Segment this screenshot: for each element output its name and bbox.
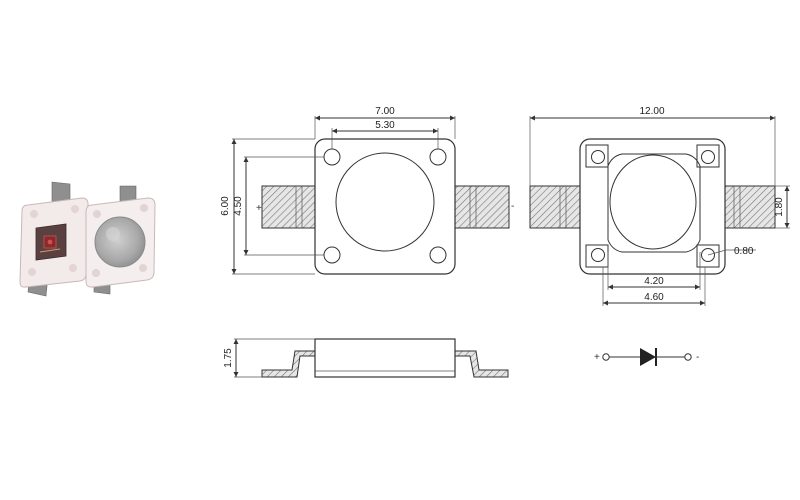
side-view: 1.75 (223, 338, 509, 378)
diode-symbol: + - (594, 348, 699, 366)
dim-height: 1.75 (223, 348, 234, 368)
symbol-minus: - (696, 352, 699, 363)
dim-inner-width: 4.20 (644, 276, 664, 287)
dim-height-outer: 6.00 (220, 196, 231, 216)
dim-hole-diameter: 0.80 (734, 246, 754, 257)
top-plus-mark: + (256, 203, 262, 214)
dim-pad-width: 4.60 (644, 292, 664, 303)
top-minus-mark: - (511, 201, 514, 212)
top-view: + - 7.00 5.30 6.00 4.50 (220, 106, 514, 275)
dim-hole-spacing-y: 4.50 (233, 196, 244, 216)
bottom-view: 12.00 1.80 0.80 4.20 4.60 (529, 106, 790, 306)
symbol-plus: + (594, 352, 600, 363)
dim-lead-width: 1.80 (774, 197, 785, 217)
dim-hole-spacing-x: 5.30 (375, 120, 395, 131)
dim-total-length: 12.00 (639, 106, 664, 117)
led-photo-lens (85, 185, 156, 295)
dim-width-outer: 7.00 (375, 106, 395, 117)
led-photo-chip (19, 181, 89, 297)
